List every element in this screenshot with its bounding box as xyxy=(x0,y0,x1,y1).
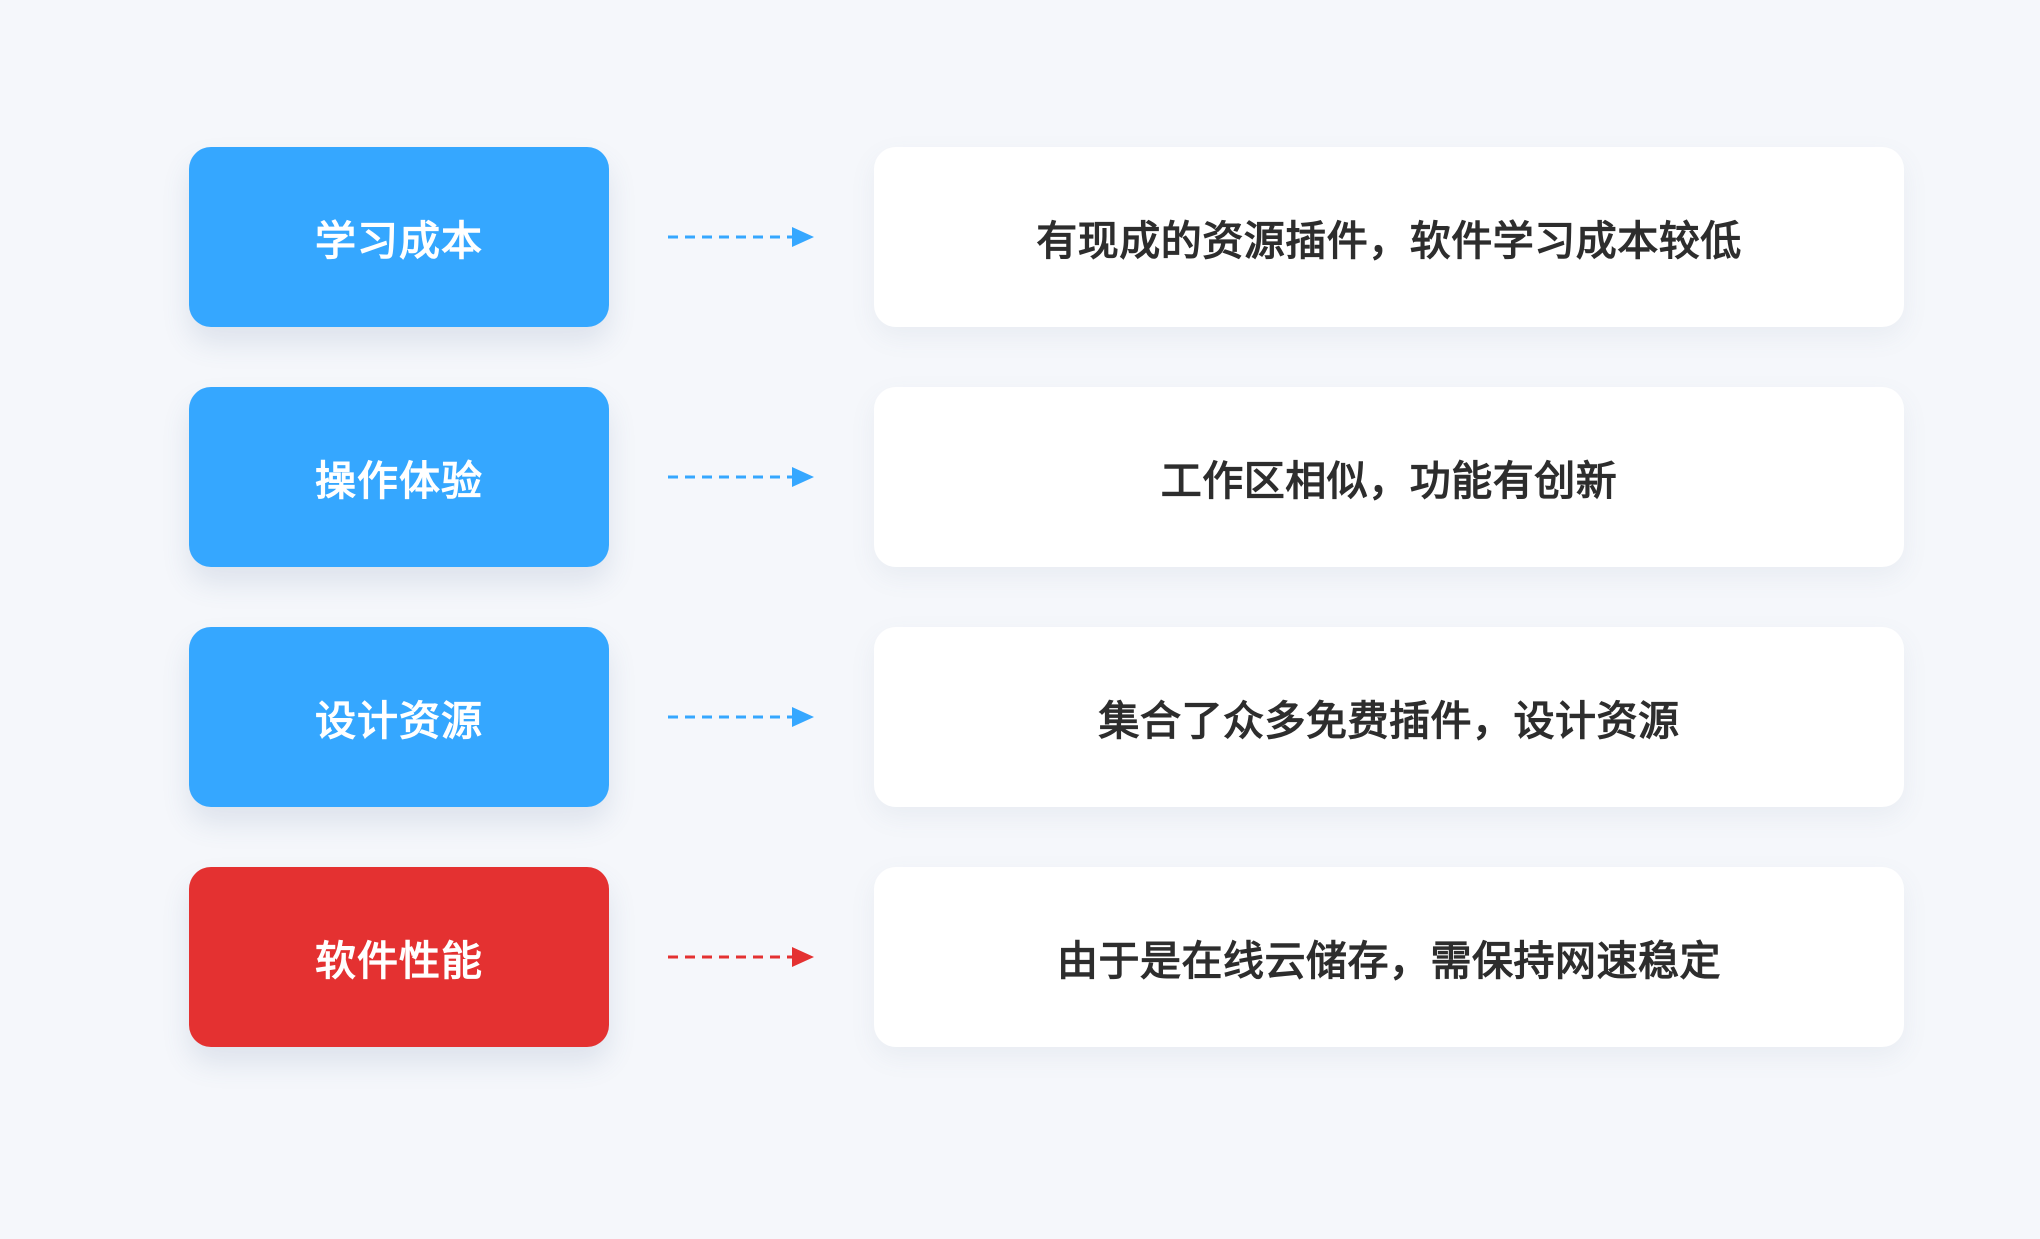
description-box: 有现成的资源插件，软件学习成本较低 xyxy=(874,147,1904,327)
description-text: 工作区相似，功能有创新 xyxy=(1160,457,1618,505)
category-box: 学习成本 xyxy=(189,147,609,327)
category-label: 设计资源 xyxy=(315,697,483,745)
comparison-row: 学习成本 有现成的资源插件，软件学习成本较低 xyxy=(0,147,2040,327)
category-label: 软件性能 xyxy=(315,937,483,985)
dashed-right-arrow-icon xyxy=(668,947,814,967)
description-text: 有现成的资源插件，软件学习成本较低 xyxy=(1036,217,1742,265)
dashed-right-arrow-icon xyxy=(668,467,814,487)
category-label: 操作体验 xyxy=(315,457,483,505)
dashed-right-arrow-icon xyxy=(668,227,814,247)
description-text: 由于是在线云储存，需保持网速稳定 xyxy=(1057,937,1721,985)
category-label: 学习成本 xyxy=(315,217,483,265)
comparison-row: 设计资源 集合了众多免费插件，设计资源 xyxy=(0,627,2040,807)
dashed-right-arrow-icon xyxy=(668,707,814,727)
comparison-row: 操作体验 工作区相似，功能有创新 xyxy=(0,387,2040,567)
description-text: 集合了众多免费插件，设计资源 xyxy=(1098,697,1680,745)
description-box: 由于是在线云储存，需保持网速稳定 xyxy=(874,867,1904,1047)
arrow-head xyxy=(792,227,814,247)
comparison-row: 软件性能 由于是在线云储存，需保持网速稳定 xyxy=(0,867,2040,1047)
category-box: 设计资源 xyxy=(189,627,609,807)
arrow-head xyxy=(792,947,814,967)
description-box: 工作区相似，功能有创新 xyxy=(874,387,1904,567)
arrow-head xyxy=(792,707,814,727)
category-box: 软件性能 xyxy=(189,867,609,1047)
category-box: 操作体验 xyxy=(189,387,609,567)
description-box: 集合了众多免费插件，设计资源 xyxy=(874,627,1904,807)
arrow-head xyxy=(792,467,814,487)
